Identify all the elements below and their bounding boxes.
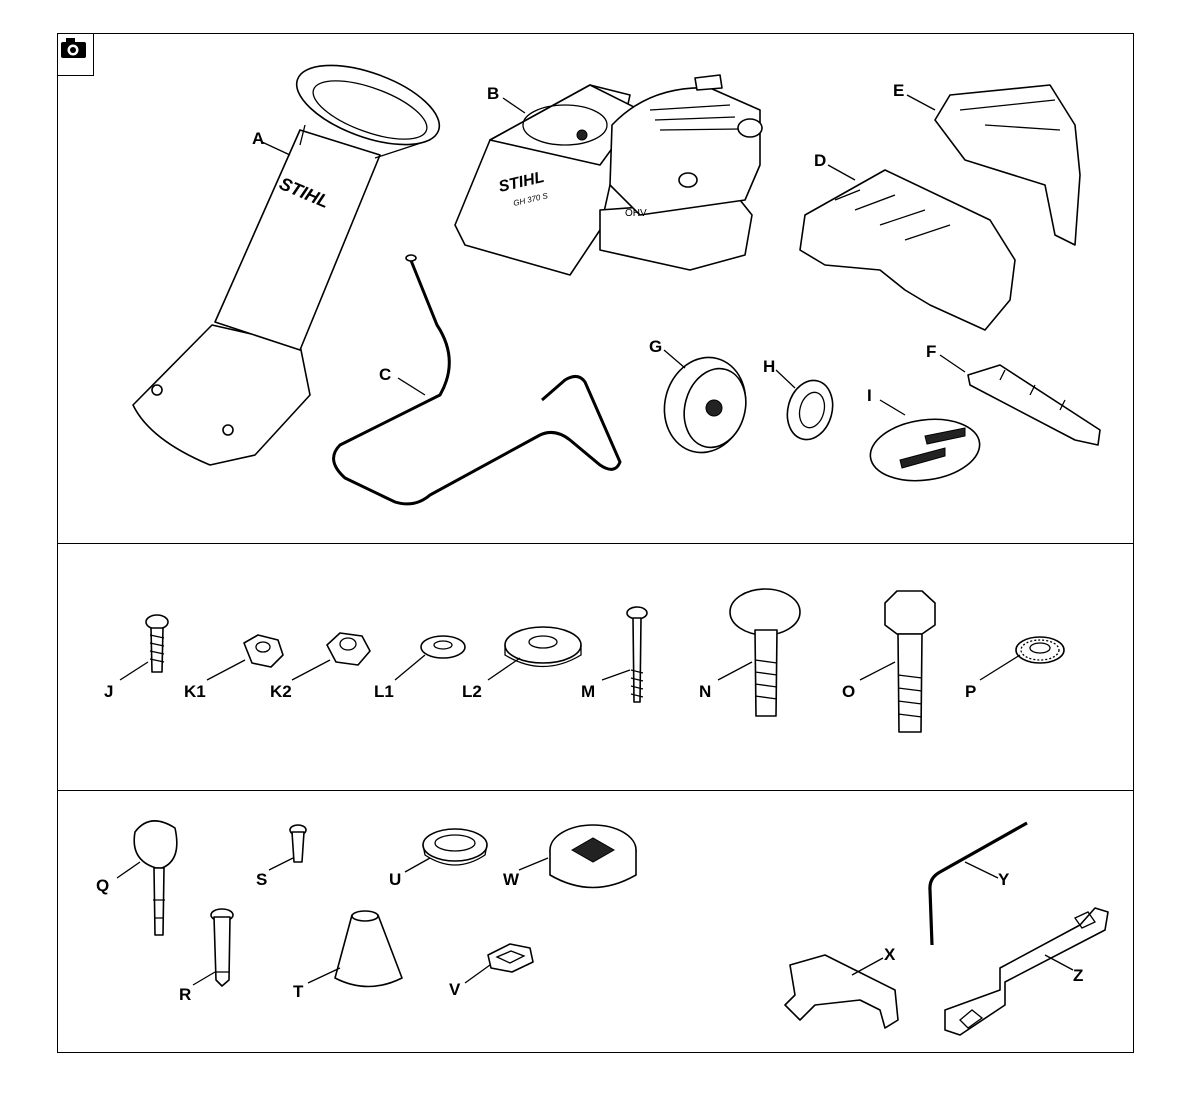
label-o: O <box>842 683 855 700</box>
part-m-screw <box>627 607 647 702</box>
part-t-cone <box>335 911 402 987</box>
engine-badge: OHV <box>625 208 647 219</box>
label-c: C <box>379 366 391 383</box>
part-q-knob <box>134 821 177 935</box>
label-z: Z <box>1073 967 1083 984</box>
label-y: Y <box>998 871 1009 888</box>
label-m: M <box>581 683 595 700</box>
label-e: E <box>893 82 904 99</box>
label-j: J <box>104 683 113 700</box>
label-d: D <box>814 152 826 169</box>
part-h-hubcap <box>781 375 839 444</box>
part-d-chute <box>800 170 1015 330</box>
part-k1-nut <box>244 635 283 667</box>
label-k1: K1 <box>184 683 206 700</box>
label-v: V <box>449 981 460 998</box>
part-b-housing-engine: STIHL GH 370 S OHV <box>455 75 762 275</box>
label-i: I <box>867 387 872 404</box>
label-a: A <box>252 130 264 147</box>
label-b: B <box>487 85 499 102</box>
label-f: F <box>926 343 936 360</box>
label-w: W <box>503 871 519 888</box>
label-h: H <box>763 358 775 375</box>
part-w-block <box>550 825 636 888</box>
part-k2-locknut <box>327 633 370 665</box>
part-s-small-pin <box>290 825 306 862</box>
part-r-pin <box>211 909 233 986</box>
part-p-serrated-washer <box>1016 637 1064 663</box>
part-g-wheel <box>654 348 756 461</box>
label-s: S <box>256 871 267 888</box>
part-y-hex-key <box>930 823 1027 945</box>
part-a-hopper: STIHL <box>133 49 449 465</box>
part-f-rail <box>968 365 1100 445</box>
part-o-hex-bolt <box>885 591 935 732</box>
part-x-bracket <box>785 955 898 1028</box>
part-v-insert <box>488 944 533 972</box>
part-j-screw <box>146 615 168 672</box>
label-l1: L1 <box>374 683 394 700</box>
part-i-blade-disc <box>866 413 983 488</box>
label-t: T <box>293 983 303 1000</box>
label-g: G <box>649 338 662 355</box>
part-z-wrench <box>945 908 1108 1035</box>
label-l2: L2 <box>462 683 482 700</box>
label-p: P <box>965 683 976 700</box>
part-n-carriage-bolt <box>730 589 800 716</box>
label-k2: K2 <box>270 683 292 700</box>
part-u-ring <box>423 829 487 865</box>
part-l1-washer <box>421 636 465 658</box>
label-x: X <box>884 946 895 963</box>
label-r: R <box>179 986 191 1003</box>
label-n: N <box>699 683 711 700</box>
label-u: U <box>389 871 401 888</box>
part-c-stand-frame <box>334 255 620 504</box>
label-q: Q <box>96 877 109 894</box>
